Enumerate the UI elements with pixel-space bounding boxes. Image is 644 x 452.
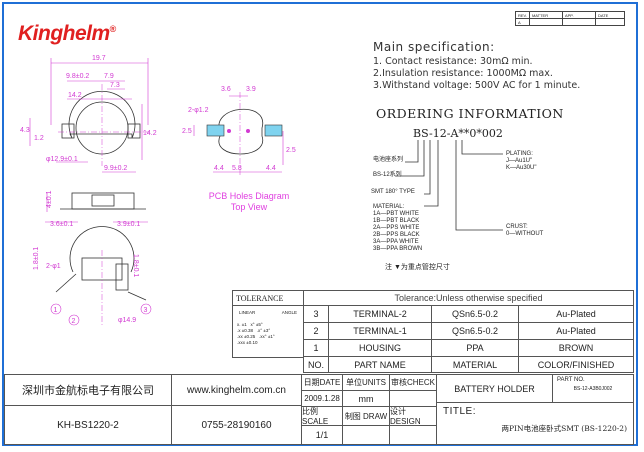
check-value [389,390,437,407]
dim-label: 9.8±0.2 [66,73,89,80]
terminal-2 [115,263,129,291]
draw-label: 制图 DRAW [342,406,390,426]
spec-heading: Main specification: [373,40,495,54]
unit-label: 单位UNITS [342,374,390,391]
callout-1 [50,303,62,315]
dim-label: 9.9±0.2 [104,165,127,172]
plating-block: PLATING: J—Au1U" K—Au30U" [506,151,537,171]
holder-side-slot [91,194,115,207]
spec-line: 3.Withstand voltage: 500V AC for 1 minut… [373,80,581,91]
callout-2 [68,314,80,326]
dim-label: 19.7 [92,55,106,62]
dim-label: 4.4 [214,165,224,172]
date-label: 日期DATE [301,374,343,391]
dim-label: φ14.9 [118,317,136,324]
holder-top-outline [68,90,136,139]
scale-label: 比例SCALE [301,406,343,426]
design-value [389,425,437,445]
table-row: 3 TERMINAL-2 QSn6.5-0.2 Au-Plated [303,305,634,323]
dim-label: φ12.9±0.1 [46,156,78,163]
title-label: TITLE: [443,406,477,417]
dim-label: 3.9±0.1 [117,221,140,228]
check-label: 审核CHECK [389,374,437,391]
terminal-left [61,123,75,139]
pcb-outline [218,108,263,155]
parts-table: 3 TERMINAL-2 QSn6.5-0.2 Au-Plated 2 TERM… [303,305,634,373]
dim-label: 3.6±0.1 [50,221,73,228]
pcb-pad-left [206,124,225,137]
dim-label: 4.3 [20,127,30,134]
dim-label: 3.6 [221,86,231,93]
company-phone: 0755-28190160 [171,405,302,445]
dim-label: 14.2 [143,130,157,137]
rev-cell [594,18,625,26]
company-website: www.kinghelm.com.cn [171,374,302,406]
kinghelm-logo: Kinghelm® [18,22,116,45]
title-value: 两PIN电池座卧式SMT (BS-1220-2) [501,424,627,433]
dim-label: 1.2 [34,135,44,142]
pcb-hole [227,129,231,133]
ordering-part-number: BS-12-A**0*002 [413,127,503,140]
dim-label: 4.4 [266,165,276,172]
dim-label: 7.3 [110,82,120,89]
dim-label: 1.8±0.1 [33,247,40,270]
dim-label: 14.2 [68,92,82,99]
table-header-row: NO. PART NAME MATERIAL COLOR/FINISHED [303,356,634,373]
part-no-value: BS-12-A3B0J002 [573,386,613,392]
dim-label: 2.5 [182,128,192,135]
dim-label: 3.9 [246,86,256,93]
type: SMT 180° TYPE [371,189,415,195]
revision-table: REV. MATTER APP. DATE A [515,11,625,26]
dim-label: 2-φ1 [46,263,61,270]
part-no-cell: PART NO. BS-12-A3B0J002 [552,374,634,403]
unit-value: mm [342,390,390,407]
pcb-holes-caption: PCB Holes Diagram Top View [208,191,290,212]
terminal-right [127,123,141,139]
draw-value [342,425,390,445]
series-cn: 电池座系列 [373,157,404,163]
date-value: 2009.1.28 [301,390,343,407]
spec-line: 2.Insulation resistance: 1000MΩ max. [373,68,553,79]
svg-text:1: 1 [54,307,58,314]
tolerance-label: TOLERANCE [232,290,304,306]
model-number: KH-BS1220-2 [4,405,172,445]
company-name: 深圳市金航标电子有限公司 [4,374,172,406]
crust-block: CRUST: 0—WITHOUT [506,224,544,237]
callout-3 [140,303,152,315]
dim-label: 2.5 [286,147,296,154]
series: BS-12系列 [373,172,402,178]
pcb-pad-right [264,124,283,137]
holder-bottom-outline [69,226,135,273]
control-note: 注 ▼为重点管控尺寸 [385,264,450,271]
dim-label: 7.9 [104,73,114,80]
svg-text:2: 2 [72,318,76,325]
design-label: 设计DESIGN [389,406,437,426]
dim-label: 5.8 [232,165,242,172]
spec-line: 1. Contact resistance: 30mΩ min. [373,56,533,67]
dim-label: 1.8±0.1 [132,254,139,277]
drawing-frame [2,2,638,446]
tolerance-note: Tolerance:Unless otherwise specified [303,290,634,306]
table-row: 1 HOUSING PPA BROWN [303,339,634,357]
svg-text:3: 3 [144,307,148,314]
title-cell: TITLE: 两PIN电池座卧式SMT (BS-1220-2) [436,402,634,445]
pcb-hole [246,129,250,133]
material-block: MATERIAL: 1A—PBT WHITE 1B—PBT BLACK 2A—P… [373,204,423,252]
ordering-heading: ORDERING INFORMATION [376,106,564,121]
scale-value: 1/1 [301,425,343,445]
product-name: BATTERY HOLDER [436,374,553,403]
main-specification: Main specification: 1. Contact resistanc… [373,40,580,92]
dim-label: 4±0.1 [46,190,53,208]
dim-label: 2-φ1.2 [188,107,209,114]
table-row: 2 TERMINAL-1 QSn6.5-0.2 Au-Plated [303,322,634,340]
